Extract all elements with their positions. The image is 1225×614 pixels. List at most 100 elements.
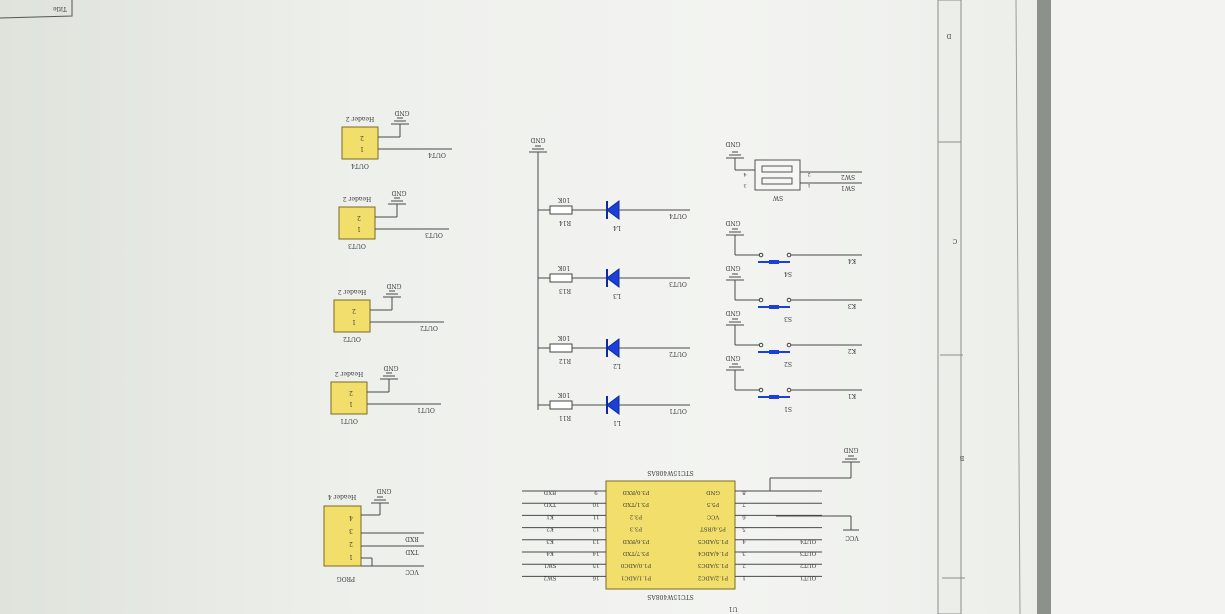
mcu-pin-number: 11 <box>593 513 600 519</box>
prog-header-body <box>323 505 362 567</box>
header-ref-label: OUT1 <box>340 417 358 424</box>
key-net-label: K1 <box>848 392 856 399</box>
screen-margin <box>1051 0 1225 614</box>
net-label: OUT2 <box>420 324 438 331</box>
led-ref: L1 <box>613 419 621 426</box>
net-label: OUT1 <box>417 406 435 413</box>
resistor-ref: R11 <box>559 414 571 421</box>
gnd-label: GND <box>725 264 740 271</box>
mcu-pin-number: 10 <box>592 501 599 507</box>
mcu-pin-name: P1.0/ADC0 <box>620 562 651 568</box>
resistor-value: 10K <box>557 196 570 203</box>
header-ref-label: OUT3 <box>348 242 366 249</box>
mcu-pin-name: P1.5/ADC5 <box>697 538 728 544</box>
mcu-pin-name: P3.1/TXD <box>622 501 649 507</box>
key-ref: S3 <box>784 315 792 322</box>
vcc-label: VCC <box>845 534 860 541</box>
gnd-label: GND <box>383 364 398 371</box>
switch-pin-number: 2 <box>807 171 810 177</box>
led-net-label: OUT4 <box>669 212 687 219</box>
header-pin-number: 2 <box>357 214 361 221</box>
header-pin-number: 2 <box>360 134 364 141</box>
switch-pin-number: 1 <box>807 182 810 188</box>
switch-slot <box>761 177 793 185</box>
header-type-label: Header 2 <box>335 370 364 377</box>
mcu-pin-name: P1.1/ADC1 <box>621 574 651 580</box>
mcu-pin-name: P1.2/ADC2 <box>698 574 728 580</box>
switch-pin-number: 3 <box>743 182 746 188</box>
net-label: OUT4 <box>428 151 446 158</box>
mcu-pin-number: 8 <box>742 489 746 495</box>
sheet-border-zone <box>937 0 962 614</box>
zone-label-c: C <box>952 237 957 244</box>
key-net-label: K3 <box>848 302 856 309</box>
key-ref: S4 <box>784 270 792 277</box>
header-pin-number: 2 <box>349 389 353 396</box>
mcu-net-label: SW2 <box>544 574 557 580</box>
prog-pin-number: 3 <box>349 527 353 534</box>
mcu-net-label: K2 <box>546 526 554 532</box>
resistor <box>549 205 573 215</box>
prog-type-label: Header 4 <box>328 493 357 500</box>
gnd-label: GND <box>843 446 858 453</box>
mcu-pin-name: GND <box>706 489 720 495</box>
gnd-label: GND <box>725 309 740 316</box>
mcu-pin-number: 13 <box>592 538 599 544</box>
mcu-pin-number: 2 <box>742 562 746 568</box>
mcu-pin-number: 4 <box>742 538 746 544</box>
mcu-ref-label: U1 <box>729 605 738 612</box>
mcu-pin-name: P3.0/RXD <box>622 489 649 495</box>
mcu-pin-name: VCC <box>707 513 720 519</box>
resistor <box>549 273 573 283</box>
header-pin-number: 1 <box>357 225 361 232</box>
key-button-cap <box>769 395 779 399</box>
title-block-label: Title <box>53 5 67 12</box>
resistor-value: 10K <box>557 264 570 271</box>
sheet-edge-shadow <box>1037 0 1051 614</box>
zone-label-b: B <box>959 454 964 461</box>
switch-net-label: SW2 <box>841 173 855 180</box>
key-contact <box>758 252 764 258</box>
prog-pin-number: 2 <box>349 540 353 547</box>
gnd-label: GND <box>530 136 545 143</box>
mcu-part-label: STC15W408AS <box>647 469 693 476</box>
mcu-net-label: OUT2 <box>800 562 816 568</box>
mcu-net-label: OUT3 <box>799 550 816 556</box>
mcu-pin-number: 6 <box>742 513 746 519</box>
led-ref: L3 <box>613 292 621 299</box>
zone-label-d: D <box>946 32 951 39</box>
mcu-pin-number: 12 <box>593 526 600 532</box>
key-ref: S1 <box>784 405 792 412</box>
key-contact <box>786 252 792 258</box>
header-body <box>330 381 368 415</box>
mcu-pin-number: 7 <box>742 501 746 507</box>
prog-net-label: VCC <box>405 568 420 575</box>
mcu-pin-number: 16 <box>592 574 599 580</box>
prog-net-label: RXD <box>405 535 419 542</box>
mcu-body <box>605 480 736 590</box>
net-label: OUT3 <box>425 231 443 238</box>
led-section: GND10KR14L4OUT410KR13L3OUT310KR12L2OUT21… <box>529 136 690 426</box>
led-diode <box>606 200 620 220</box>
switch-body <box>754 159 801 191</box>
resistor-value: 10K <box>557 334 570 341</box>
key-contact <box>786 297 792 303</box>
header-type-label: Header 2 <box>338 288 367 295</box>
mcu-net-label: RXD <box>543 489 556 495</box>
led-ref: L2 <box>613 362 621 369</box>
header-type-label: Header 2 <box>343 195 372 202</box>
mcu-pin-name: P3.2 <box>630 513 642 519</box>
gnd-label: GND <box>394 109 409 116</box>
gnd-label: GND <box>376 487 391 494</box>
mcu-pin-name: P5.5 <box>706 501 719 507</box>
gnd-label: GND <box>386 282 401 289</box>
mcu-net-label: SW1 <box>544 562 557 568</box>
mcu-pin-name: P1.4/ADC4 <box>697 550 728 556</box>
header-type-label: Header 2 <box>346 115 375 122</box>
key-button-cap <box>769 260 779 264</box>
